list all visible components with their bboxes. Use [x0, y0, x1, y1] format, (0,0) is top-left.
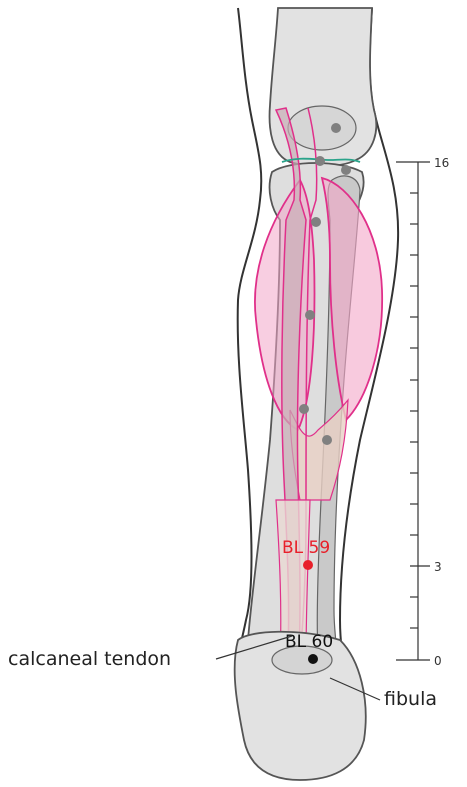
marker-dot: [305, 310, 315, 320]
bl59-label: BL 59: [282, 538, 330, 558]
marker-dot: [299, 404, 309, 414]
measurement-scale: [396, 162, 430, 660]
heel-foot: [235, 632, 366, 780]
marker-dot: [311, 217, 321, 227]
fibula-label: fibula: [384, 688, 437, 710]
bl60-label: BL 60: [285, 632, 333, 652]
marker-dot: [322, 435, 332, 445]
calcaneal-tendon-label: calcaneal tendon: [8, 648, 171, 670]
bl60-point: [308, 654, 318, 664]
scale-label-bottom: 0: [434, 654, 442, 668]
marker-dot: [331, 123, 341, 133]
femur-bone: [270, 8, 377, 166]
scale-label-top: 16: [434, 156, 449, 170]
scale-label-mid: 3: [434, 560, 442, 574]
marker-dot: [341, 165, 351, 175]
bl59-point: [303, 560, 313, 570]
marker-dot: [315, 156, 325, 166]
